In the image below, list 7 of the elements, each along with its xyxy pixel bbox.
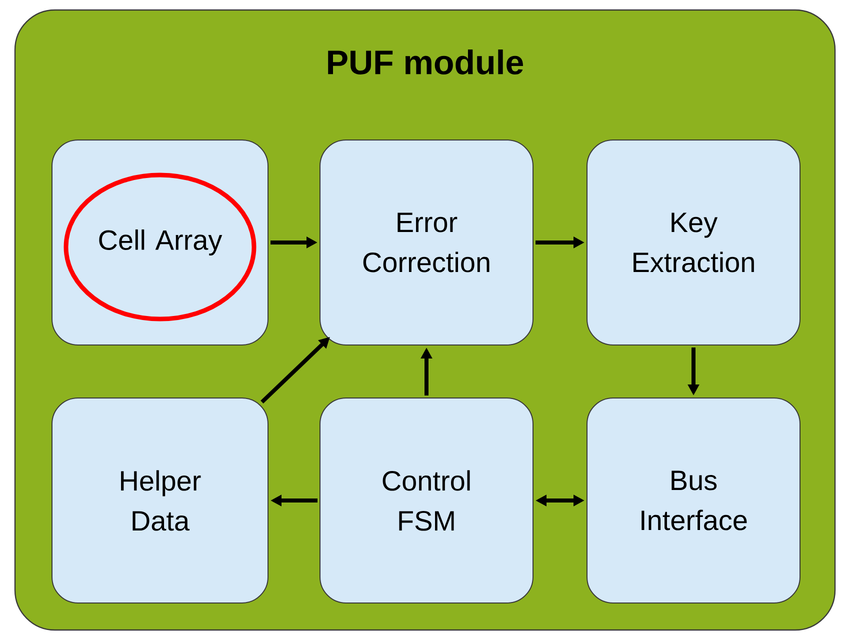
- block-box: Cell Array: [52, 140, 268, 346]
- block-box: Control FSM: [320, 398, 534, 604]
- block-box: Bus Interface: [586, 398, 800, 604]
- block-box: Helper Data: [52, 398, 268, 604]
- module-title: PUF module: [328, 50, 523, 74]
- block-box: Error Correction: [320, 140, 534, 346]
- block-box: Key Extraction: [586, 140, 800, 346]
